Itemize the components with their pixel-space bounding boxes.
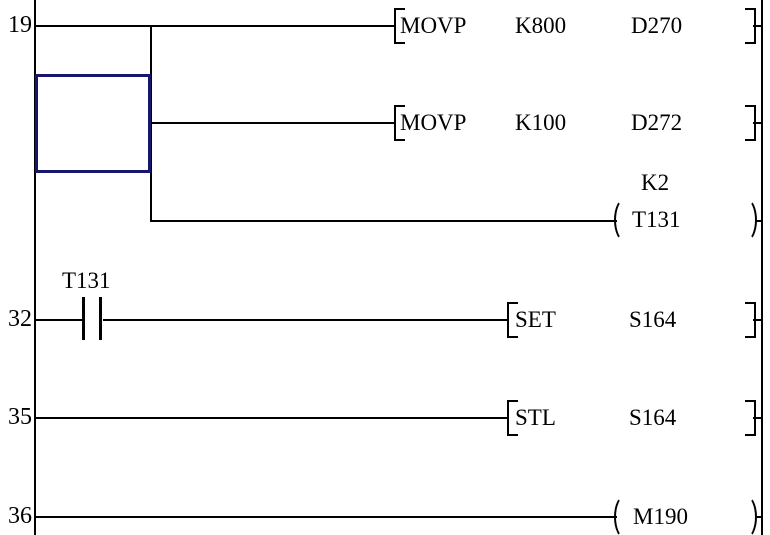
coil-device-label: M190 [633,504,688,529]
instruction-operand2: D270 [631,13,683,38]
coil-open-paren [614,198,636,242]
step-number-19: 19 [8,12,32,38]
step-number-36: 36 [8,503,32,529]
instruction-stl-s164[interactable]: STL S164 [507,397,756,439]
instruction-movp-k100-d272[interactable]: MOVP K100 D272 [394,102,756,144]
edit-cursor[interactable] [35,74,151,173]
rung-line [36,516,617,518]
instruction-opcode: STL [515,405,556,430]
coil-device-label: T131 [632,207,681,232]
coil-open-paren [614,495,636,535]
instruction-opcode: MOVP [400,110,467,135]
contact-bar [99,297,102,340]
step-number-35: 35 [8,404,32,430]
instruction-operand1: S164 [629,405,677,430]
rung-line [753,319,762,321]
instruction-operand1: S164 [629,307,677,332]
coil-m190[interactable]: M190 [612,491,758,535]
coil-close-paren [735,198,757,242]
instruction-open-bracket [394,8,405,44]
contact-device-label: T131 [62,268,111,293]
no-contact-t131[interactable] [80,295,105,342]
instruction-open-bracket [394,105,405,141]
instruction-opcode: MOVP [400,13,467,38]
branch-rung-line [753,122,762,124]
timer-preset-label: K2 [641,170,670,195]
timer-coil-t131[interactable]: T131 [612,195,758,245]
instruction-operand1: K100 [515,110,567,135]
left-power-rail [34,0,36,535]
instruction-operand2: D272 [631,110,683,135]
instruction-open-bracket [507,400,518,436]
rung-line [36,319,82,321]
right-power-rail [761,0,763,535]
rung-line [755,516,762,518]
instruction-set-s164[interactable]: SET S164 [507,299,756,341]
rung-line [753,417,762,419]
rung-line [753,25,762,27]
rung-line [36,417,508,419]
rung-line [103,319,507,321]
coil-close-paren [735,495,757,535]
rung-line [36,25,395,27]
instruction-opcode: SET [515,307,556,332]
instruction-movp-k800-d270[interactable]: MOVP K800 D270 [394,5,756,47]
instruction-operand1: K800 [515,13,567,38]
contact-bar [82,297,85,340]
instruction-open-bracket [507,302,518,338]
step-number-32: 32 [8,306,32,332]
branch-rung-line [151,122,395,124]
branch-rung-line [151,220,617,222]
branch-rung-line [755,220,762,222]
